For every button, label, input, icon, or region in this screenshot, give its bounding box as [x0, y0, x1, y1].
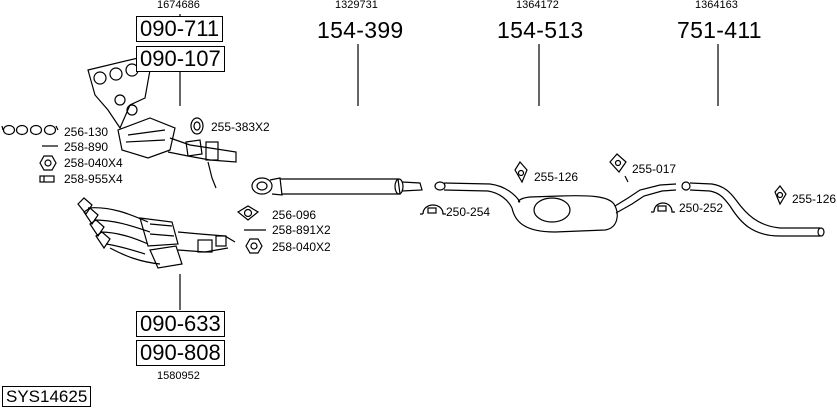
mount-top-right-drawing [190, 117, 204, 135]
accessory-label-258-040x2[interactable]: 258-040X2 [272, 240, 331, 254]
mount-mid-drawing [514, 160, 528, 184]
part-number-middle-silencer[interactable]: 154-513 [497, 17, 584, 43]
mount-rear-drawing [609, 153, 629, 183]
clamp-mid-drawing [420, 204, 446, 215]
front-pipe-drawing [251, 177, 423, 196]
accessory-label-256-096[interactable]: 256-096 [272, 208, 317, 222]
middle-silencer-drawing [434, 181, 677, 233]
part-number-090-711[interactable]: 090-711 [136, 16, 224, 42]
clamp-rear-drawing [651, 202, 675, 213]
manifold-bottom-drawing [77, 197, 236, 269]
accessory-label-255-126-tail[interactable]: 255-126 [792, 192, 837, 206]
gasket-front-drawing [236, 205, 260, 221]
accessory-label-250-252[interactable]: 250-252 [679, 201, 724, 215]
accessory-label-255-383x2[interactable]: 255-383X2 [211, 120, 270, 134]
part-number-090-808[interactable]: 090-808 [136, 340, 225, 366]
oem-number-middle-silencer: 1364172 [516, 0, 559, 11]
accessory-label-250-254[interactable]: 250-254 [446, 205, 491, 219]
part-number-090-107[interactable]: 090-107 [136, 46, 225, 72]
nut-front-drawing [245, 238, 263, 254]
oem-number-front-pipe: 1329731 [335, 0, 378, 11]
part-number-front-pipe[interactable]: 154-399 [317, 17, 404, 43]
oem-number-rear-pipe: 1364163 [695, 0, 738, 11]
rear-pipe-drawing [681, 181, 825, 237]
bolt-left-drawing [39, 175, 55, 183]
accessory-label-256-130[interactable]: 256-130 [64, 125, 109, 139]
system-code-label: SYS14625 [2, 386, 92, 407]
accessory-label-255-126-mid[interactable]: 255-126 [534, 170, 579, 184]
accessory-label-258-891x2[interactable]: 258-891X2 [272, 223, 331, 237]
oem-number-manifold-top: 1674686 [157, 0, 200, 11]
oem-number-manifold-bottom: 1580952 [157, 370, 200, 382]
nut-left-drawing [39, 155, 57, 171]
accessory-label-258-040x4[interactable]: 258-040X4 [64, 156, 123, 170]
accessory-label-258-890[interactable]: 258-890 [64, 140, 109, 154]
part-number-rear-pipe[interactable]: 751-411 [677, 17, 762, 43]
gasket-strip-left-drawing [1, 124, 59, 136]
accessory-label-255-017[interactable]: 255-017 [632, 162, 677, 176]
mount-tail-drawing [774, 185, 787, 206]
accessory-label-258-955x4[interactable]: 258-955X4 [64, 172, 123, 186]
part-number-090-633[interactable]: 090-633 [136, 311, 225, 337]
